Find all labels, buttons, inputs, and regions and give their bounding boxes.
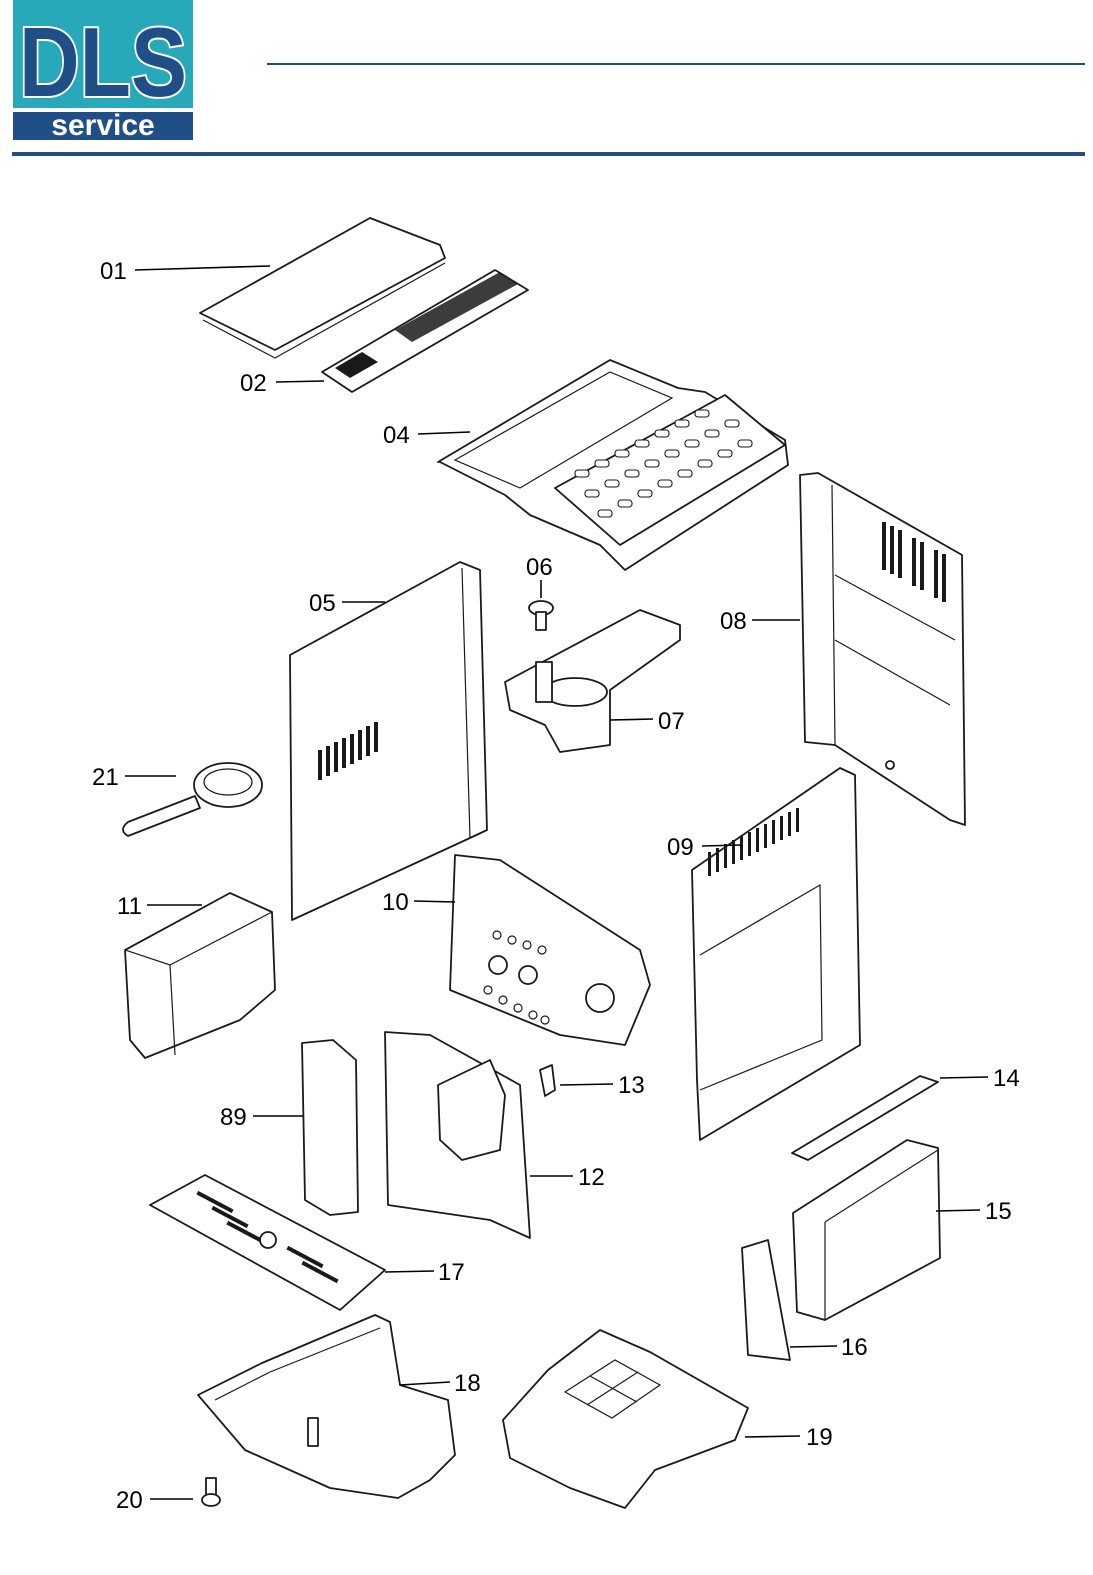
callout-21: 21 <box>92 764 119 791</box>
part-08-rear-panel <box>799 472 966 826</box>
part-19-base-plate <box>502 1329 749 1509</box>
part-17-drip-grille <box>149 1174 386 1311</box>
callout-02: 02 <box>240 370 267 397</box>
part-16-side-cover <box>741 1239 791 1361</box>
logo-letters: DLS <box>19 7 187 117</box>
part-06-knob <box>528 600 554 631</box>
callout-01: 01 <box>100 258 127 285</box>
callout-18: 18 <box>454 1370 481 1397</box>
callout-09: 09 <box>667 834 694 861</box>
part-14-handle-bar <box>791 1075 939 1161</box>
header-rule <box>12 152 1085 156</box>
callout-13: 13 <box>618 1072 645 1099</box>
callout-12: 12 <box>578 1164 605 1191</box>
part-12-dispenser-assembly <box>384 1031 531 1239</box>
callout-14: 14 <box>993 1065 1020 1092</box>
dls-service-logo: DLS service <box>13 0 193 140</box>
callout-04: 04 <box>383 422 410 449</box>
part-09-front-panel <box>691 767 861 1141</box>
callout-19: 19 <box>806 1424 833 1451</box>
part-20-foot <box>201 1477 221 1507</box>
callout-10: 10 <box>382 889 409 916</box>
part-21-measuring-scoop <box>122 762 263 837</box>
part-15-water-tank <box>792 1139 941 1321</box>
leader-lines <box>125 265 989 1500</box>
callout-07: 07 <box>658 708 685 735</box>
part-04-top-frame <box>437 359 789 571</box>
callout-labels: 01 02 04 05 06 07 08 21 09 11 10 89 13 1… <box>92 258 1020 1514</box>
callout-15: 15 <box>985 1198 1012 1225</box>
part-11-grounds-container <box>124 892 276 1059</box>
part-89-side-column <box>301 1039 359 1216</box>
callout-08: 08 <box>720 608 747 635</box>
callout-20: 20 <box>116 1487 143 1514</box>
callout-06: 06 <box>526 554 553 581</box>
callout-05: 05 <box>309 590 336 617</box>
header-top-rule <box>267 63 1085 65</box>
logo-subtext: service <box>51 109 154 140</box>
callout-11: 11 <box>117 893 142 920</box>
part-13-clip <box>539 1064 556 1097</box>
part-10-control-panel <box>449 854 651 1046</box>
part-18-drip-tray <box>197 1314 456 1499</box>
callout-16: 16 <box>841 1334 868 1361</box>
callout-17: 17 <box>438 1259 465 1286</box>
part-02-grille-strip <box>321 269 529 393</box>
part-01-top-lid <box>199 217 446 359</box>
part-07-tank-base <box>504 609 681 753</box>
part-05-side-panel <box>289 561 488 921</box>
callout-89: 89 <box>220 1104 247 1131</box>
